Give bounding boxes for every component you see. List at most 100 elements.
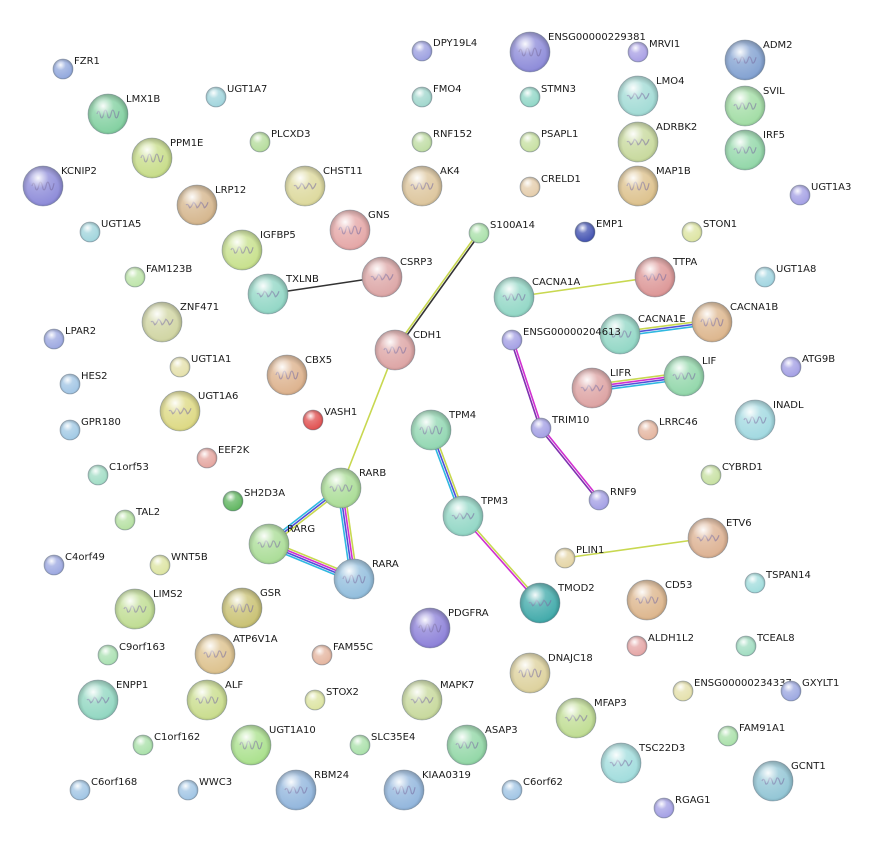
node-IRF5[interactable]: IRF5 <box>724 129 785 171</box>
node-CHST11[interactable]: CHST11 <box>284 165 363 207</box>
node-LPAR2[interactable]: LPAR2 <box>43 326 96 350</box>
node-GXYLT1[interactable]: GXYLT1 <box>780 678 839 702</box>
node-ADRBK2[interactable]: ADRBK2 <box>617 121 697 163</box>
node-TXLNB[interactable]: TXLNB <box>247 273 319 315</box>
node-STON1[interactable]: STON1 <box>681 219 737 243</box>
node-ENSG00000229381[interactable]: ENSG00000229381 <box>509 31 646 73</box>
node-TCEAL8[interactable]: TCEAL8 <box>735 633 795 657</box>
node-LIMS2[interactable]: LIMS2 <box>114 588 183 630</box>
node-GCNT1[interactable]: GCNT1 <box>752 760 826 802</box>
node-ENSG00000204613[interactable]: ENSG00000204613 <box>501 327 621 351</box>
node-KCNIP2[interactable]: KCNIP2 <box>22 165 97 207</box>
node-UGT1A8[interactable]: UGT1A8 <box>754 264 816 288</box>
node-FAM55C[interactable]: FAM55C <box>311 642 373 666</box>
node-UGT1A10[interactable]: UGT1A10 <box>230 724 316 766</box>
node-FMO4[interactable]: FMO4 <box>411 84 462 108</box>
node-AK4[interactable]: AK4 <box>401 165 460 207</box>
node-RNF152[interactable]: RNF152 <box>411 129 472 153</box>
node-ALDH1L2[interactable]: ALDH1L2 <box>626 633 694 657</box>
node-LRP12[interactable]: LRP12 <box>176 184 246 226</box>
node-C1orf53[interactable]: C1orf53 <box>87 462 149 486</box>
node-PLIN1[interactable]: PLIN1 <box>554 545 604 569</box>
node-INADL[interactable]: INADL <box>734 399 804 441</box>
edge-PLIN1-ETV6[interactable] <box>564 537 709 559</box>
node-MAPK7[interactable]: MAPK7 <box>401 679 474 721</box>
node-VASH1[interactable]: VASH1 <box>302 407 357 431</box>
node-ATG9B[interactable]: ATG9B <box>780 354 835 378</box>
edge-CACNA1A-TTPA[interactable] <box>513 276 656 298</box>
node-CACNA1B[interactable]: CACNA1B <box>691 301 778 343</box>
edge-ENSG00000204613-TRIM10[interactable] <box>510 339 543 429</box>
node-SVIL[interactable]: SVIL <box>724 85 785 127</box>
node-CSRP3[interactable]: CSRP3 <box>361 256 433 298</box>
node-TSC22D3[interactable]: TSC22D3 <box>600 742 685 784</box>
node-FAM91A1[interactable]: FAM91A1 <box>717 723 785 747</box>
node-MAP1B[interactable]: MAP1B <box>617 165 691 207</box>
node-ETV6[interactable]: ETV6 <box>687 517 752 559</box>
node-GSR[interactable]: GSR <box>221 587 281 629</box>
node-RARB[interactable]: RARB <box>320 467 386 509</box>
node-LIF[interactable]: LIF <box>663 355 717 397</box>
node-SLC35E4[interactable]: SLC35E4 <box>349 732 415 756</box>
node-C4orf49[interactable]: C4orf49 <box>43 552 105 576</box>
node-ENPP1[interactable]: ENPP1 <box>77 679 148 721</box>
edge-TRIM10-RNF9[interactable] <box>539 426 601 502</box>
node-RNF9[interactable]: RNF9 <box>588 487 637 511</box>
node-GNS[interactable]: GNS <box>329 209 390 251</box>
node-LRRC46[interactable]: LRRC46 <box>637 417 698 441</box>
node-ADM2[interactable]: ADM2 <box>724 39 793 81</box>
node-WNT5B[interactable]: WNT5B <box>149 552 208 576</box>
node-DNAJC18[interactable]: DNAJC18 <box>509 652 593 694</box>
node-C1orf162[interactable]: C1orf162 <box>132 732 200 756</box>
node-PPM1E[interactable]: PPM1E <box>131 137 203 179</box>
node-RARA[interactable]: RARA <box>333 558 399 600</box>
node-CYBRD1[interactable]: CYBRD1 <box>700 462 763 486</box>
node-CBX5[interactable]: CBX5 <box>266 354 332 396</box>
node-C9orf163[interactable]: C9orf163 <box>97 642 165 666</box>
node-ALF[interactable]: ALF <box>186 679 243 721</box>
node-UGT1A6[interactable]: UGT1A6 <box>159 390 238 432</box>
node-CRELD1[interactable]: CRELD1 <box>519 174 581 198</box>
node-TPM3[interactable]: TPM3 <box>442 495 508 537</box>
node-GPR180[interactable]: GPR180 <box>59 417 121 441</box>
node-TSPAN14[interactable]: TSPAN14 <box>744 570 811 594</box>
edge-S100A14-CDH1[interactable] <box>393 231 481 352</box>
node-TMOD2[interactable]: TMOD2 <box>519 582 595 624</box>
node-UGT1A5[interactable]: UGT1A5 <box>79 219 141 243</box>
node-SH2D3A[interactable]: SH2D3A <box>222 488 285 512</box>
node-FAM123B[interactable]: FAM123B <box>124 264 192 288</box>
node-IGFBP5[interactable]: IGFBP5 <box>221 229 296 271</box>
node-EMP1[interactable]: EMP1 <box>574 219 623 243</box>
node-MFAP3[interactable]: MFAP3 <box>555 697 627 739</box>
node-LMO4[interactable]: LMO4 <box>617 75 684 117</box>
node-PDGFRA[interactable]: PDGFRA <box>409 607 489 649</box>
node-KIAA0319[interactable]: KIAA0319 <box>383 769 471 811</box>
node-S100A14[interactable]: S100A14 <box>468 220 535 244</box>
node-TPM4[interactable]: TPM4 <box>410 409 476 451</box>
node-MRVI1[interactable]: MRVI1 <box>627 39 680 63</box>
node-FZR1[interactable]: FZR1 <box>52 56 100 80</box>
node-LIFR[interactable]: LIFR <box>571 367 631 409</box>
node-LMX1B[interactable]: LMX1B <box>87 93 160 135</box>
node-RBM24[interactable]: RBM24 <box>275 769 349 811</box>
node-TTPA[interactable]: TTPA <box>634 256 697 298</box>
node-ATP6V1A[interactable]: ATP6V1A <box>194 633 278 675</box>
node-UGT1A1[interactable]: UGT1A1 <box>169 354 231 378</box>
node-DPY19L4[interactable]: DPY19L4 <box>411 38 477 62</box>
node-PSAPL1[interactable]: PSAPL1 <box>519 129 578 153</box>
node-WWC3[interactable]: WWC3 <box>177 777 232 801</box>
node-ENSG00000234337[interactable]: ENSG00000234337 <box>672 678 792 702</box>
node-ASAP3[interactable]: ASAP3 <box>446 724 518 766</box>
node-CDH1[interactable]: CDH1 <box>374 329 442 371</box>
node-STMN3[interactable]: STMN3 <box>519 84 576 108</box>
node-STOX2[interactable]: STOX2 <box>304 687 359 711</box>
node-C6orf62[interactable]: C6orf62 <box>501 777 563 801</box>
node-CACNA1E[interactable]: CACNA1E <box>599 313 686 355</box>
node-RGAG1[interactable]: RGAG1 <box>653 795 710 819</box>
node-ZNF471[interactable]: ZNF471 <box>141 301 219 343</box>
node-PLCXD3[interactable]: PLCXD3 <box>249 129 311 153</box>
node-TRIM10[interactable]: TRIM10 <box>530 415 589 439</box>
node-C6orf168[interactable]: C6orf168 <box>69 777 137 801</box>
edge-CDH1-RARB[interactable] <box>340 349 396 489</box>
node-TAL2[interactable]: TAL2 <box>114 507 160 531</box>
